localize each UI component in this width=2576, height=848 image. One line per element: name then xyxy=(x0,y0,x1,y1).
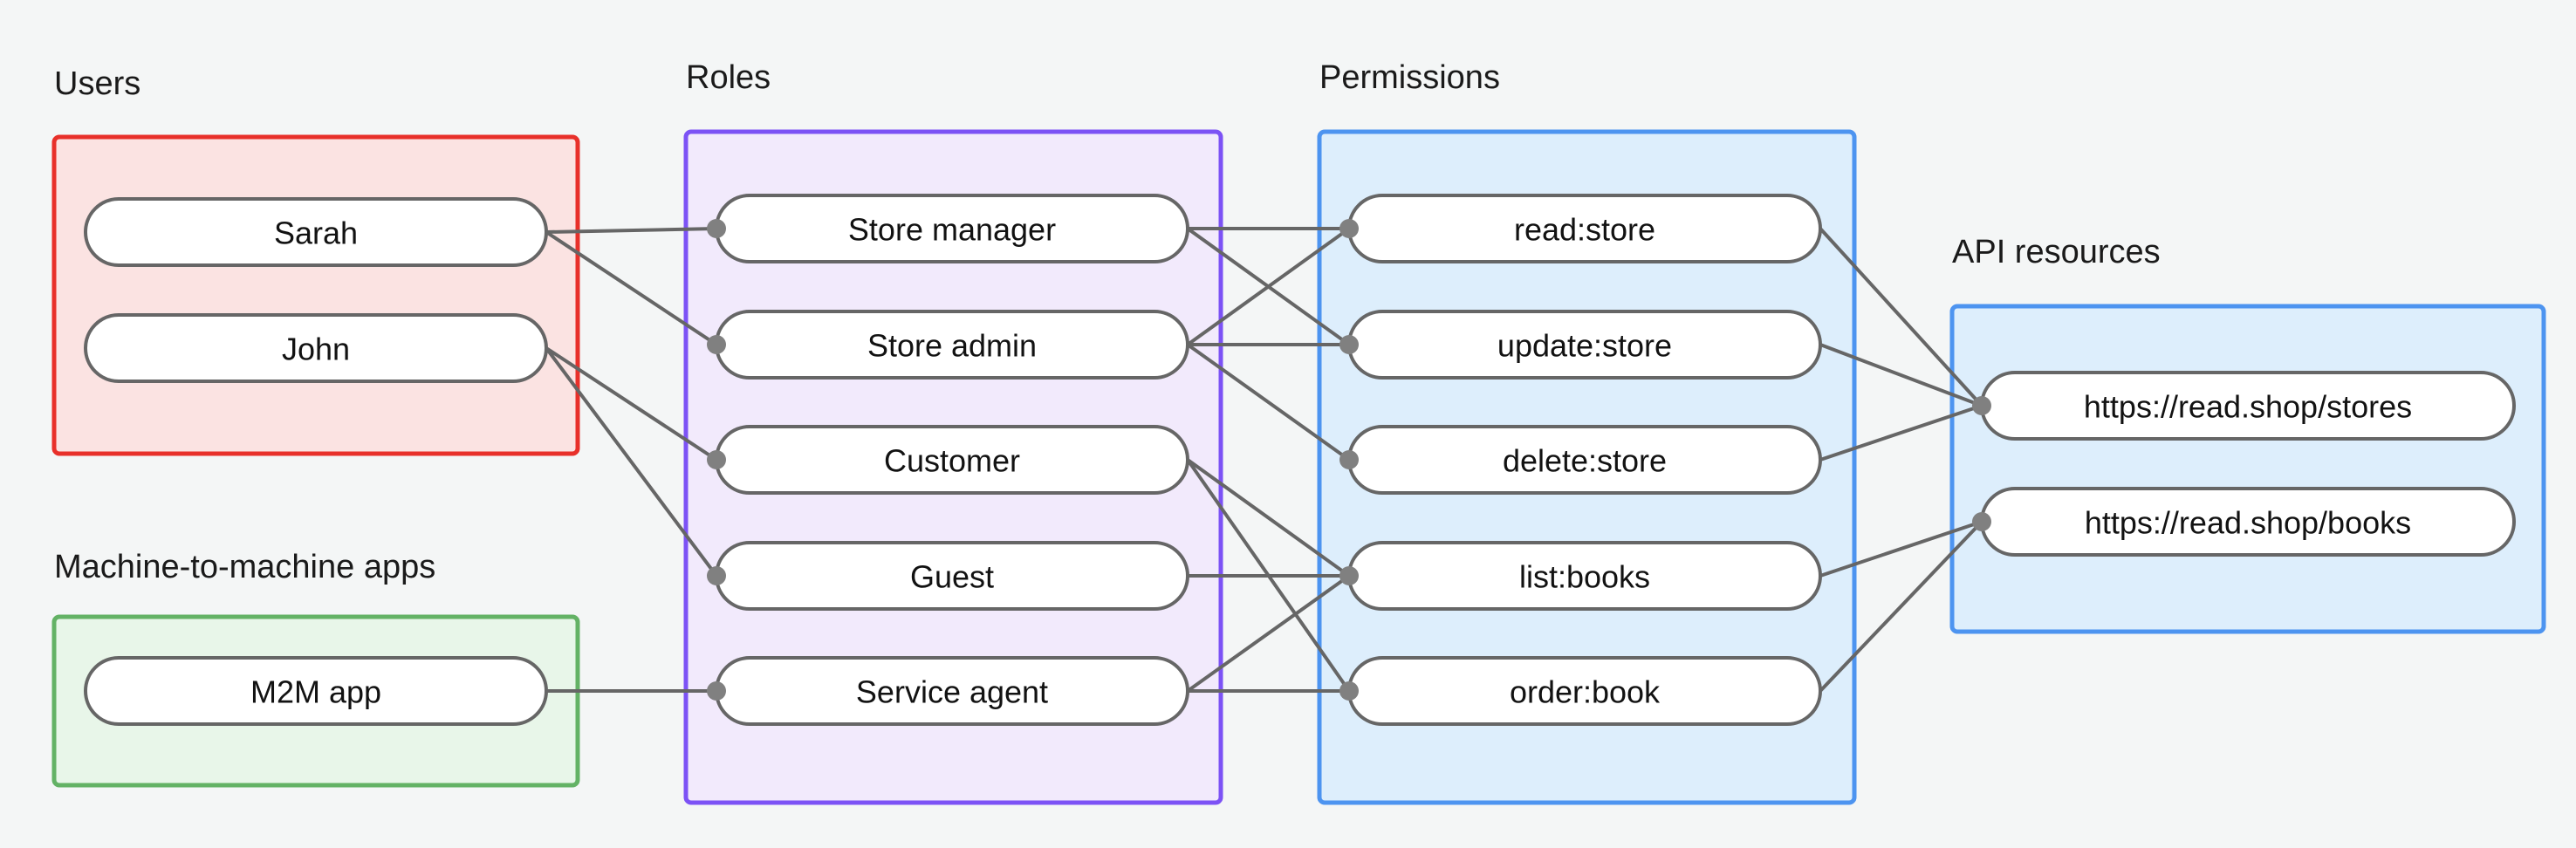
group-title-permissions: Permissions xyxy=(1319,59,1500,96)
node-label-res-books: https://read.shop/books xyxy=(2085,505,2411,541)
node-delete-store[interactable]: delete:store xyxy=(1347,425,1822,495)
node-label-store-admin: Store admin xyxy=(867,328,1037,364)
edge-endpoint-dot-store-admin xyxy=(707,335,726,354)
node-label-store-manager: Store manager xyxy=(848,212,1056,248)
edge-list-books-to-res-books xyxy=(1819,520,1983,578)
node-label-customer: Customer xyxy=(884,443,1020,479)
edge-service-agent-to-list-books xyxy=(1186,574,1351,693)
group-title-api: API resources xyxy=(1952,234,2161,270)
edge-sarah-to-store-manager xyxy=(545,227,717,234)
edge-sarah-to-store-admin xyxy=(545,230,718,346)
edge-endpoint-dot-service-agent xyxy=(707,681,726,701)
node-label-order-book: order:book xyxy=(1510,674,1661,710)
group-title-m2m: Machine-to-machine apps xyxy=(54,549,435,585)
edge-endpoint-dot-customer xyxy=(707,450,726,469)
edge-john-to-customer xyxy=(545,346,718,462)
node-store-admin[interactable]: Store admin xyxy=(715,310,1189,380)
group-title-roles: Roles xyxy=(686,59,771,96)
edge-endpoint-dot-update-store xyxy=(1339,335,1359,354)
node-service-agent[interactable]: Service agent xyxy=(715,656,1189,726)
edge-update-store-to-res-stores xyxy=(1819,343,1983,407)
node-label-delete-store: delete:store xyxy=(1503,443,1667,479)
node-shape-sarah[interactable] xyxy=(84,197,548,267)
edge-endpoint-dot-delete-store xyxy=(1339,450,1359,469)
node-label-update-store: update:store xyxy=(1497,328,1672,364)
node-shape-john[interactable] xyxy=(84,313,548,383)
node-sarah[interactable]: Sarah xyxy=(84,197,548,267)
edges-layer xyxy=(545,227,1983,693)
edge-read-store-to-res-stores xyxy=(1819,227,1983,407)
node-label-service-agent: Service agent xyxy=(856,674,1048,710)
node-label-sarah: Sarah xyxy=(274,215,358,251)
edge-endpoint-dot-guest xyxy=(707,566,726,585)
node-read-store[interactable]: read:store xyxy=(1347,194,1822,263)
edge-delete-store-to-res-stores xyxy=(1819,404,1983,462)
node-label-read-store: read:store xyxy=(1514,212,1655,248)
node-update-store[interactable]: update:store xyxy=(1347,310,1822,380)
edge-endpoint-dots-layer xyxy=(707,219,1991,701)
node-label-john: John xyxy=(282,332,350,367)
node-guest[interactable]: Guest xyxy=(715,541,1189,611)
group-container-users xyxy=(51,134,580,456)
node-store-manager[interactable]: Store manager xyxy=(715,194,1189,263)
node-list-books[interactable]: list:books xyxy=(1347,541,1822,611)
edge-customer-to-list-books xyxy=(1186,458,1351,578)
edge-john-to-guest xyxy=(545,346,718,578)
node-customer[interactable]: Customer xyxy=(715,425,1189,495)
edge-endpoint-dot-res-stores xyxy=(1972,396,1991,415)
node-label-list-books: list:books xyxy=(1519,559,1650,595)
node-order-book[interactable]: order:book xyxy=(1347,656,1822,726)
edge-order-book-to-res-books xyxy=(1819,520,1983,693)
edge-endpoint-dot-store-manager xyxy=(707,219,726,238)
edge-endpoint-dot-read-store xyxy=(1339,219,1359,238)
edge-endpoint-dot-res-books xyxy=(1972,512,1991,531)
edge-store-admin-to-read-store xyxy=(1186,227,1351,346)
node-shape-m2mapp[interactable] xyxy=(84,656,548,726)
node-label-res-stores: https://read.shop/stores xyxy=(2084,389,2412,425)
node-john[interactable]: John xyxy=(84,313,548,383)
edge-endpoint-dot-list-books xyxy=(1339,566,1359,585)
node-label-guest: Guest xyxy=(910,559,994,595)
node-m2mapp[interactable]: M2M app xyxy=(84,656,548,726)
node-label-m2mapp: M2M app xyxy=(250,674,381,710)
group-title-users: Users xyxy=(54,65,140,102)
edge-store-admin-to-delete-store xyxy=(1186,343,1351,462)
group-container-api xyxy=(1949,304,2546,634)
node-res-books[interactable]: https://read.shop/books xyxy=(1980,487,2516,557)
node-res-stores[interactable]: https://read.shop/stores xyxy=(1980,371,2516,441)
edge-endpoint-dot-order-book xyxy=(1339,681,1359,701)
